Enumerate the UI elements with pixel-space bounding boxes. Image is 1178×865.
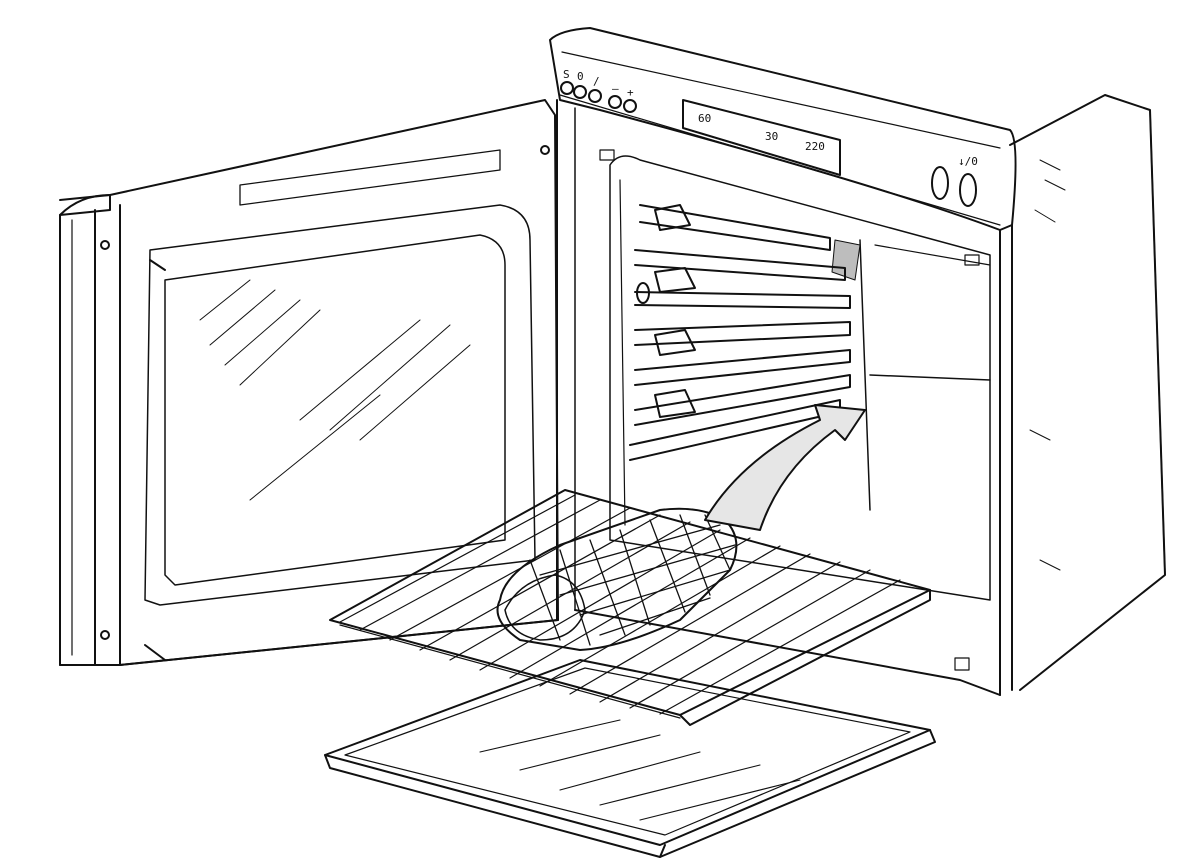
badge-bottom-right <box>954 657 970 671</box>
knob-3 <box>588 89 602 103</box>
meat-roast <box>496 507 738 651</box>
knob-right-1 <box>931 166 949 200</box>
knob-label-1: S <box>563 68 570 81</box>
hinge-screw <box>540 145 550 155</box>
knob-4 <box>608 95 622 109</box>
badge-top-left <box>599 149 615 161</box>
display-label-2: 30 <box>765 130 778 143</box>
knob-right-2 <box>959 173 977 207</box>
knob-label-2: 0 <box>577 70 584 83</box>
shelf-rails <box>629 204 851 461</box>
knob-label-4: – <box>612 82 619 95</box>
right-knob-label: ↓/0 <box>958 155 978 168</box>
oven-side-wall <box>1009 94 1166 691</box>
badge-top-right <box>964 254 980 266</box>
door-glass <box>164 234 506 586</box>
knob-5 <box>623 99 637 113</box>
display-window <box>682 99 841 176</box>
insertion-arrow <box>704 404 866 531</box>
knob-label-5: + <box>627 86 634 99</box>
baking-tray <box>324 659 936 858</box>
cavity-shadow <box>831 239 861 281</box>
oven-door <box>59 99 559 666</box>
knob-label-3: / <box>593 75 600 88</box>
knob-1 <box>560 81 574 95</box>
wire-shelf <box>329 489 931 726</box>
panel-labels: S 0 / – + 60 30 220 ↓/0 <box>563 68 978 168</box>
light-bulb <box>636 282 650 304</box>
display-label-3: 220 <box>805 140 825 153</box>
oven-cavity <box>609 155 991 601</box>
display-label-1: 60 <box>698 112 711 125</box>
knob-2 <box>573 85 587 99</box>
